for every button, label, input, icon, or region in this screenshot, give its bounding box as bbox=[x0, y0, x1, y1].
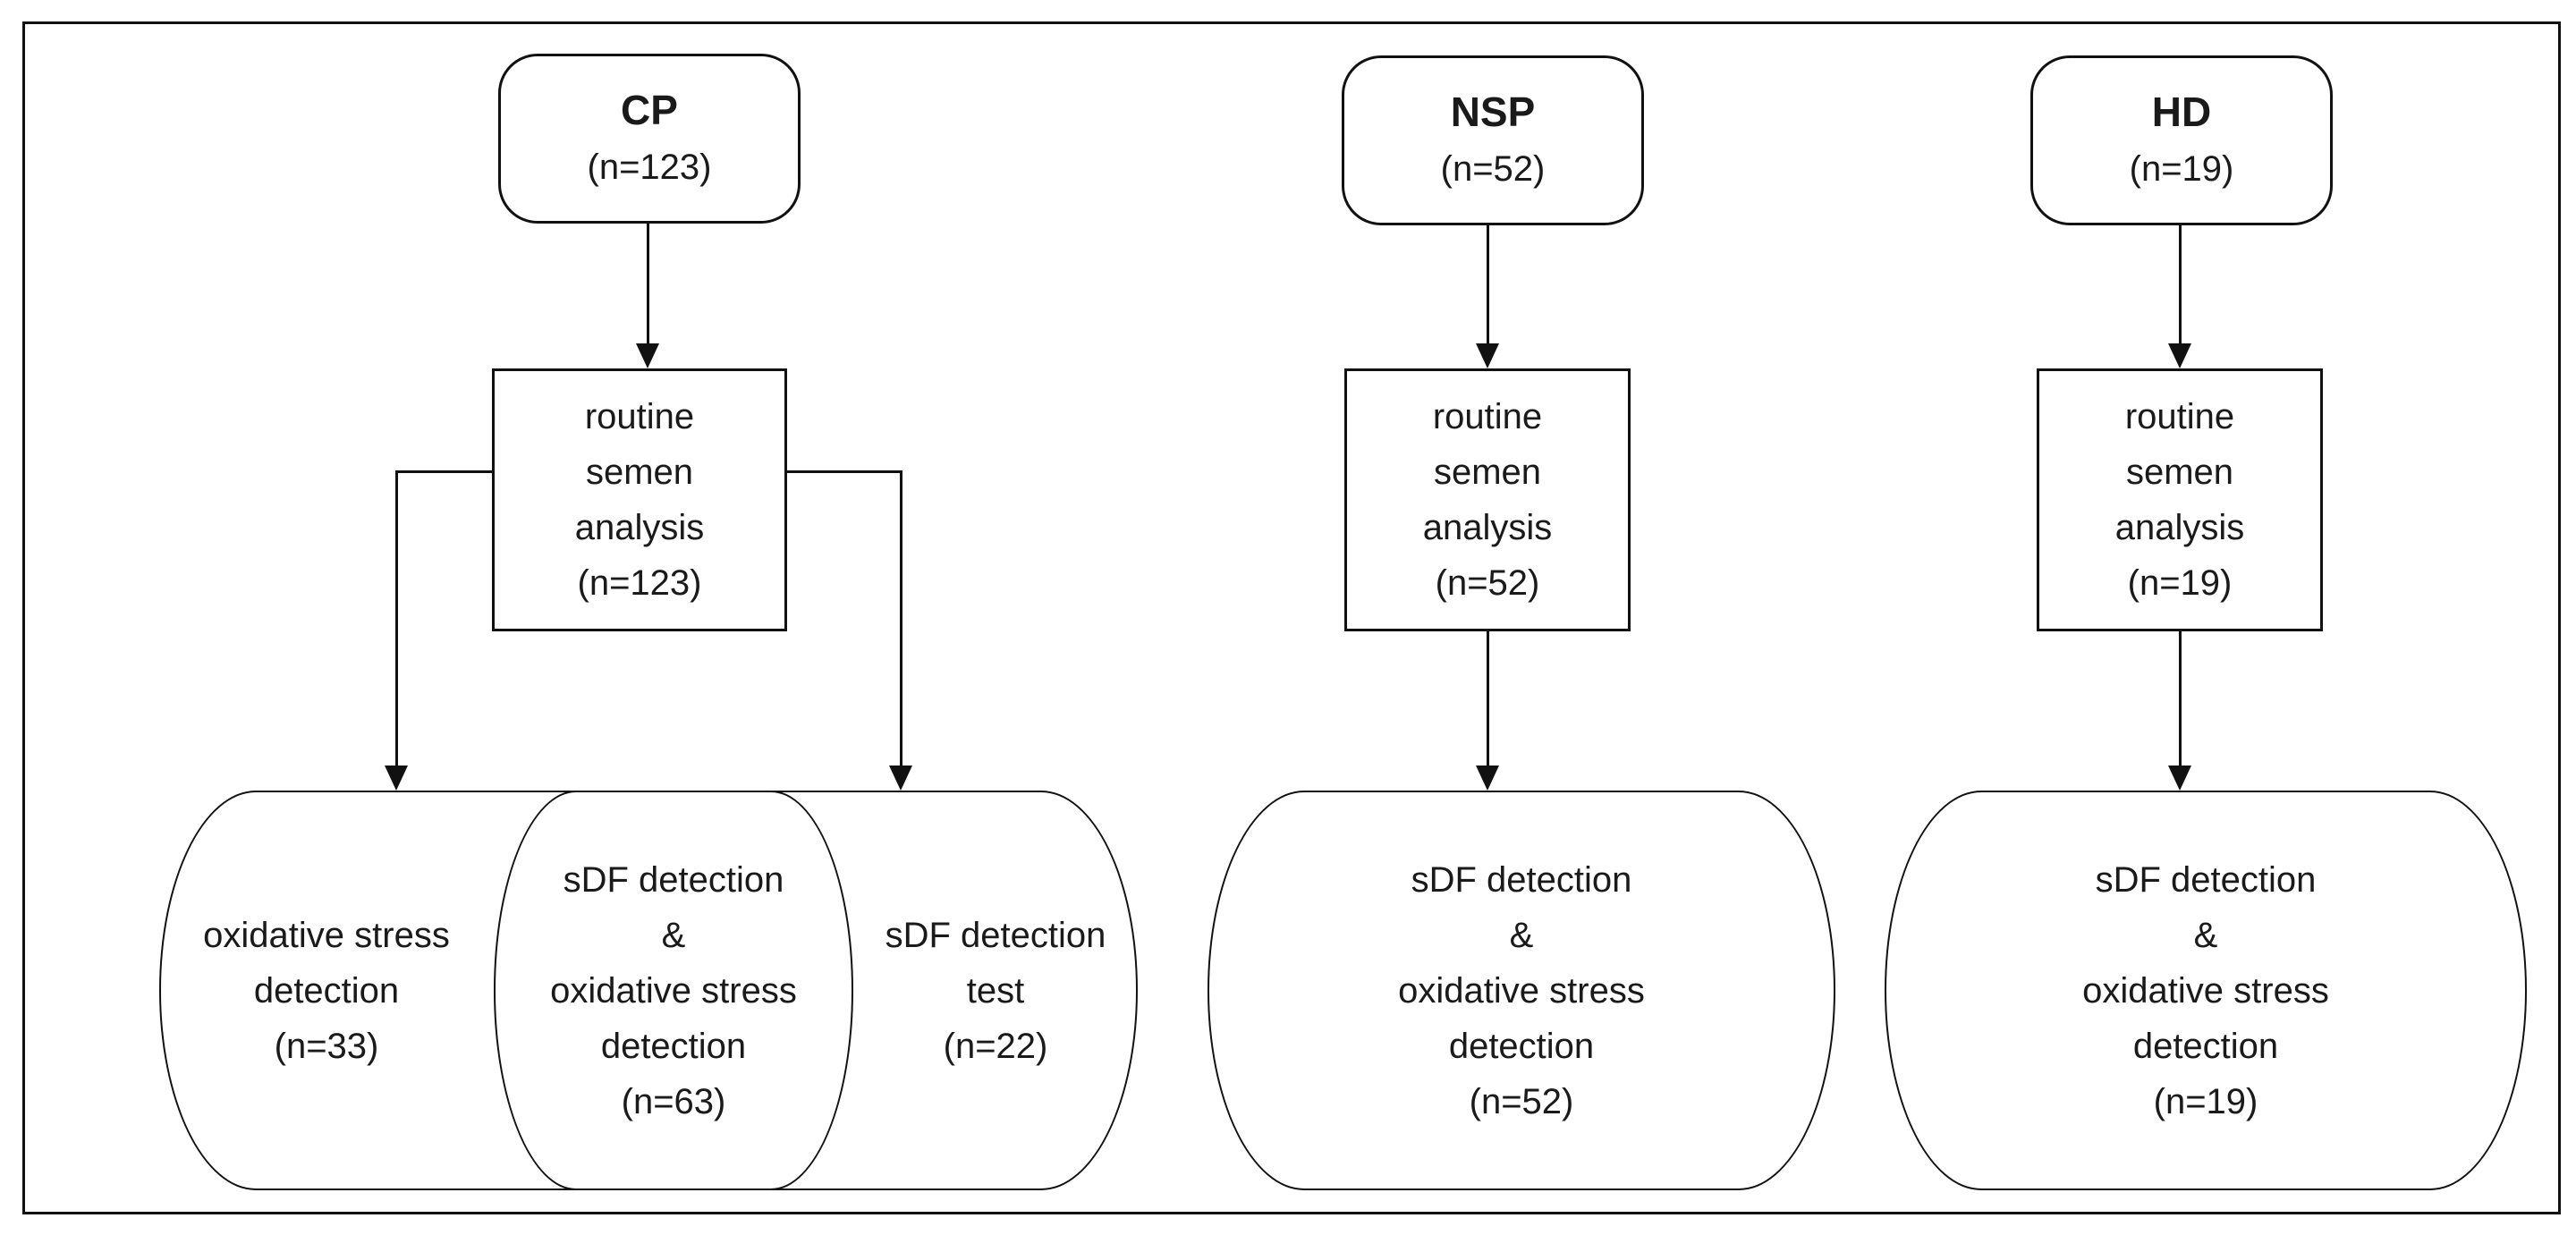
cp-group-label: CP bbox=[621, 87, 678, 133]
nsp-arrow-bottom-down-icon bbox=[1476, 766, 1499, 791]
hd-routine-box: routine semen analysis (n=19) bbox=[2037, 368, 2323, 631]
hd-arrow-bottom-down-icon bbox=[2168, 766, 2191, 791]
cp-outcome-overlap-oval bbox=[494, 791, 853, 1190]
hd-outcome-line: detection bbox=[2132, 1026, 2279, 1066]
hd-arrow-down-icon bbox=[2168, 343, 2191, 368]
cp-outcome-overlap-line: sDF detection bbox=[563, 859, 784, 900]
nsp-group-n: (n=52) bbox=[1440, 149, 1546, 189]
hd-outcome-stadium: sDF detection & oxidative stress detecti… bbox=[1885, 791, 2527, 1190]
cp-left-connector-hline bbox=[397, 470, 492, 473]
nsp-outcome-line: sDF detection bbox=[1411, 859, 1632, 900]
figure-border bbox=[22, 21, 2561, 1214]
cp-routine-line: semen bbox=[585, 453, 694, 492]
hd-outcome-line: oxidative stress bbox=[2082, 970, 2329, 1011]
cp-outcome-left-label: oxidative stress detection (n=33) bbox=[159, 791, 494, 1190]
cp-group-box: CP (n=123) bbox=[498, 54, 801, 224]
nsp-outcome-stadium: sDF detection & oxidative stress detecti… bbox=[1208, 791, 1835, 1190]
hd-arrow-bottom-line bbox=[2179, 631, 2182, 766]
nsp-routine-line: (n=52) bbox=[1435, 563, 1540, 603]
nsp-routine-line: analysis bbox=[1422, 508, 1553, 547]
cp-outcome-overlap-line: (n=63) bbox=[621, 1081, 726, 1121]
nsp-outcome-line: oxidative stress bbox=[1398, 970, 1645, 1011]
hd-routine-line: (n=19) bbox=[2127, 563, 2233, 603]
cp-outcome-overlap-line: oxidative stress bbox=[550, 970, 797, 1011]
hd-group-label: HD bbox=[2151, 89, 2212, 135]
cp-outcome-right-line: (n=22) bbox=[943, 1026, 1048, 1066]
nsp-outcome-line: (n=52) bbox=[1469, 1081, 1574, 1121]
nsp-routine-line: routine bbox=[1432, 397, 1543, 436]
cp-outcome-left-line: oxidative stress bbox=[203, 915, 450, 955]
cp-outcome-left-line: detection bbox=[253, 970, 400, 1011]
nsp-routine-box: routine semen analysis (n=52) bbox=[1344, 368, 1631, 631]
cp-outcome-left-line: (n=33) bbox=[274, 1026, 379, 1066]
cp-outcome-overlap-line: & bbox=[661, 915, 686, 955]
hd-routine-line: analysis bbox=[2114, 508, 2245, 547]
cp-right-connector-vline bbox=[900, 470, 902, 766]
cp-routine-line: routine bbox=[584, 397, 695, 436]
hd-outcome-line: sDF detection bbox=[2095, 859, 2317, 900]
nsp-arrow-bottom-line bbox=[1487, 631, 1489, 766]
hd-group-n: (n=19) bbox=[2129, 149, 2234, 189]
nsp-arrow-down-icon bbox=[1476, 343, 1499, 368]
nsp-outcome-line: detection bbox=[1448, 1026, 1595, 1066]
nsp-routine-line: semen bbox=[1433, 453, 1542, 492]
hd-routine-line: routine bbox=[2124, 397, 2235, 436]
cp-right-connector-hline bbox=[787, 470, 902, 473]
cp-routine-line: analysis bbox=[574, 508, 705, 547]
cp-left-arrow-down-icon bbox=[385, 766, 408, 791]
nsp-outcome-line: & bbox=[1509, 915, 1534, 955]
cp-outcome-right-line: sDF detection bbox=[885, 915, 1106, 955]
nsp-group-label: NSP bbox=[1450, 89, 1536, 135]
cp-outcome-overlap-line: detection bbox=[600, 1026, 747, 1066]
hd-routine-line: semen bbox=[2125, 453, 2234, 492]
cp-outcome-right-line: test bbox=[966, 970, 1025, 1011]
cp-group-n: (n=123) bbox=[587, 148, 712, 187]
nsp-group-box: NSP (n=52) bbox=[1342, 55, 1644, 225]
hd-group-box: HD (n=19) bbox=[2030, 55, 2333, 225]
hd-arrow-top-line bbox=[2179, 225, 2182, 343]
cp-outcome-right-label: sDF detection test (n=22) bbox=[853, 791, 1138, 1190]
cp-outcome-overlap-label: sDF detection & oxidative stress detecti… bbox=[494, 791, 853, 1190]
hd-outcome-line: (n=19) bbox=[2153, 1081, 2258, 1121]
cp-right-arrow-down-icon bbox=[889, 766, 912, 791]
cp-arrow-down-icon bbox=[636, 343, 659, 368]
cp-left-connector-vline bbox=[395, 470, 398, 766]
cp-routine-box: routine semen analysis (n=123) bbox=[492, 368, 787, 631]
hd-outcome-line: & bbox=[2193, 915, 2218, 955]
cp-arrow-top-line bbox=[647, 224, 649, 343]
nsp-arrow-top-line bbox=[1487, 225, 1489, 343]
cp-routine-line: (n=123) bbox=[577, 563, 702, 603]
